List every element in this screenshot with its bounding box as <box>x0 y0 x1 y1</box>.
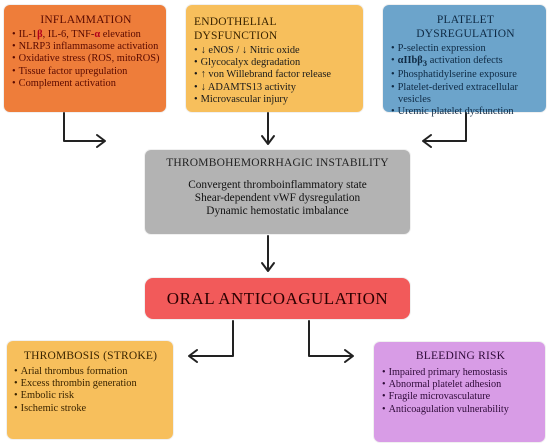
list-item: Impaired primary hemostasis <box>382 367 539 379</box>
list-item: Microvascular injury <box>194 94 357 106</box>
platelet-list: P-selectin expression αIIbβ3 activation … <box>391 43 540 118</box>
oral-anticoagulation-title: Oral anticoagulation <box>166 288 389 308</box>
arrow-oral-to-bleeding <box>308 320 354 363</box>
list-item: Tissue factor upregulation <box>12 66 160 78</box>
list-item: Platelet-derived extracellular vesicles <box>391 82 540 106</box>
instability-line: Convergent thromboinflammatory state <box>188 179 367 191</box>
list-item: Oxidative stress (ROS, mitoROS) <box>12 53 160 65</box>
list-item: Abnormal platelet adhesion <box>382 379 539 391</box>
list-item: Complement activation <box>12 78 160 90</box>
inflammation-list: IL-1β, IL-6, TNF-α elevation NLRP3 infla… <box>12 29 160 90</box>
instability-title: Thrombohemorrhagic instability <box>166 157 389 169</box>
endothelial-title: Endothelial dysfunction <box>194 16 278 42</box>
endothelial-dysfunction-box: Endothelial dysfunction ↓ eNOS / ↓ Nitri… <box>186 5 363 112</box>
thrombosis-title: Thrombosis (stroke) <box>23 350 158 362</box>
list-item: P-selectin expression <box>391 43 540 55</box>
arrow-inflammation-to-instability <box>63 112 106 148</box>
bleeding-risk-box: Bleeding risk Impaired primary hemostasi… <box>374 342 545 442</box>
list-item: Phosphatidylserine exposure <box>391 69 540 81</box>
list-item: ↑ von Willebrand factor release <box>194 69 357 81</box>
instability-line: Dynamic hemostatic imbalance <box>206 205 349 217</box>
list-item: Arial thrombus formation <box>14 366 167 378</box>
list-item: Fragile microvasculature <box>382 391 539 403</box>
inflammation-title: Inflammation <box>40 14 132 26</box>
arrow-oral-to-thrombosis <box>188 320 234 363</box>
thrombosis-list: Arial thrombus formation Excess thrombin… <box>14 366 167 415</box>
list-item: Glycocalyx degradation <box>194 57 357 69</box>
thrombosis-box: Thrombosis (stroke) Arial thrombus forma… <box>7 341 173 439</box>
endothelial-list: ↓ eNOS / ↓ Nitric oxide Glycocalyx degra… <box>194 45 357 106</box>
list-item: αIIbβ3 activation defects <box>391 55 540 69</box>
bleeding-title: Bleeding risk <box>415 350 506 362</box>
bleeding-list: Impaired primary hemostasis Abnormal pla… <box>382 367 539 416</box>
list-item: Ischemic stroke <box>14 403 167 415</box>
list-item: ↓ eNOS / ↓ Nitric oxide <box>194 45 357 57</box>
oral-anticoagulation-box: Oral anticoagulation <box>145 278 410 319</box>
list-item: Embolic risk <box>14 390 167 402</box>
arrow-endothelial-to-instability <box>261 112 275 145</box>
list-item: Anticoagulation vulnerability <box>382 404 539 416</box>
platelet-title: Platelet dysregulation <box>416 14 515 40</box>
thrombohemorrhagic-instability-box: Thrombohemorrhagic instability Convergen… <box>145 150 410 234</box>
inflammation-box: Inflammation IL-1β, IL-6, TNF-α elevatio… <box>4 5 166 112</box>
platelet-dysregulation-box: Platelet dysregulation P-selectin expres… <box>383 5 546 117</box>
list-item: Uremic platelet dysfunction <box>391 106 540 118</box>
list-item: Excess thrombin generation <box>14 378 167 390</box>
list-item: IL-1β, IL-6, TNF-α elevation <box>12 29 160 41</box>
list-item: NLRP3 inflammasome activation <box>12 41 160 53</box>
arrow-instability-to-oral <box>261 235 275 272</box>
instability-line: Shear-dependent vWF dysregulation <box>194 192 361 204</box>
list-item: ↓ ADAMTS13 activity <box>194 82 357 94</box>
